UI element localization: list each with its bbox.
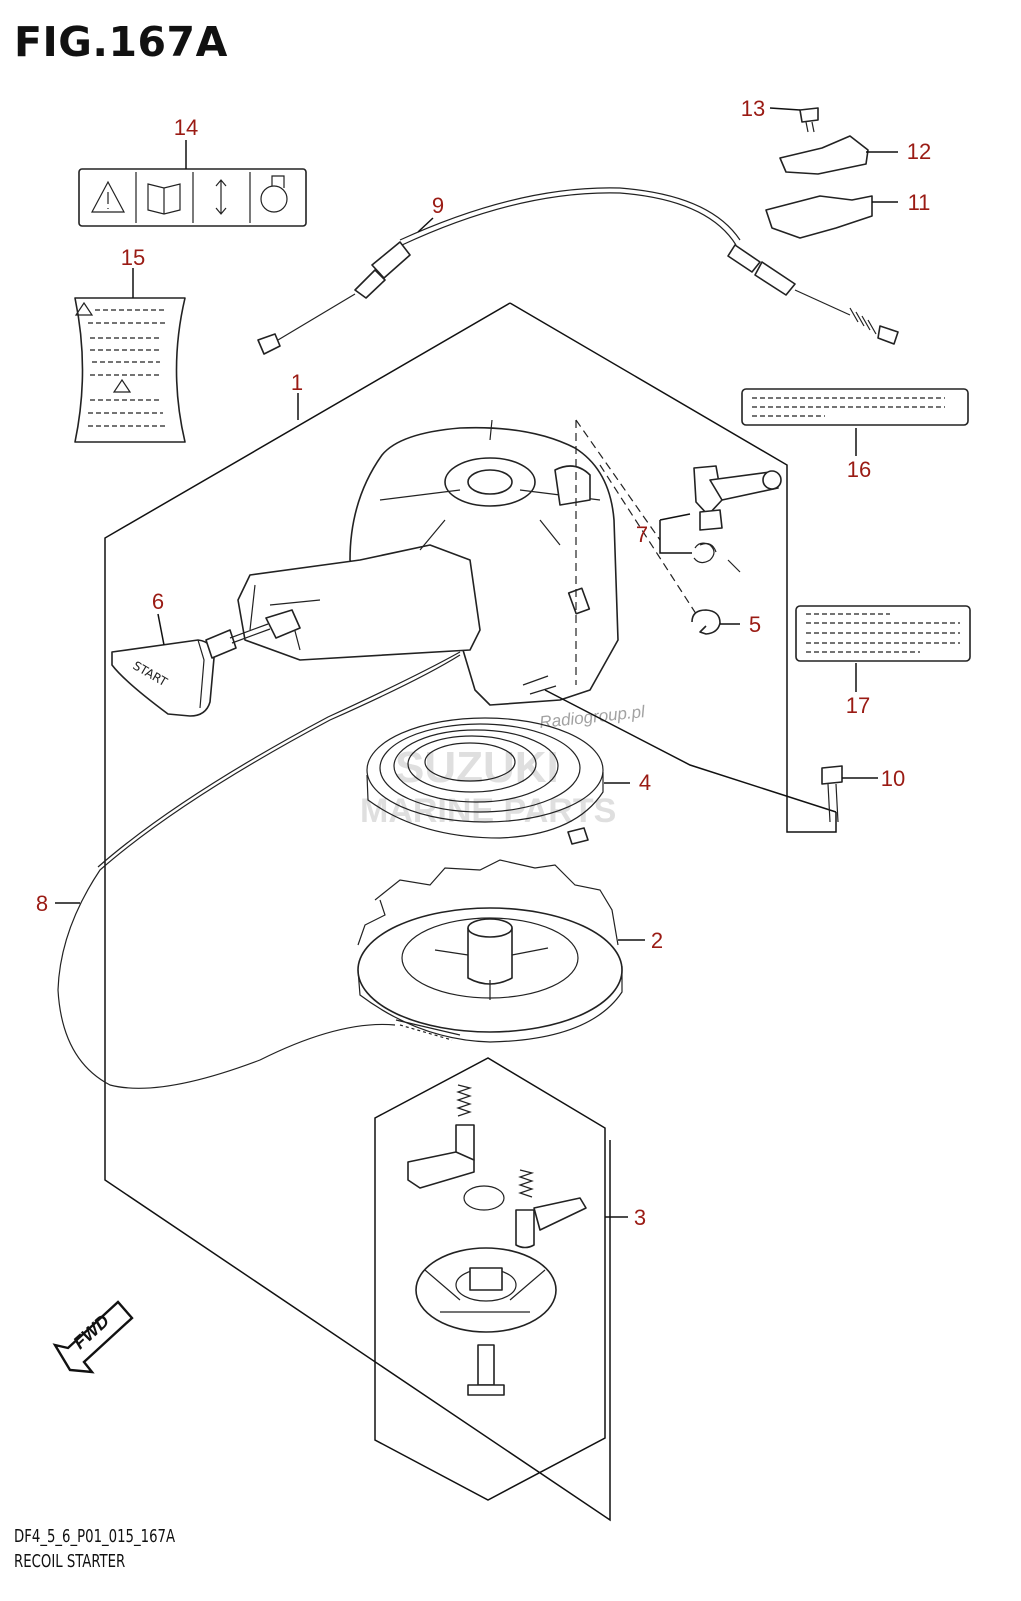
callout-7: 7 [636,522,648,547]
leader-lines [55,107,898,1218]
watermark: SUZUKI MARINE PARTS Radiogroup.pl [360,702,647,830]
callout-17: 17 [846,693,870,718]
starter-rope [57,654,461,1089]
callout-6: 6 [152,589,164,614]
assembly-outline [104,302,837,1522]
callout-12: 12 [907,139,931,164]
callout-11: 11 [908,190,931,215]
callout-14: 14 [174,115,198,140]
fwd-arrow-icon: FWD [52,1300,134,1374]
figure-title: FIG.167A [14,18,228,66]
caution-decal-15 [74,297,186,443]
leader-7-bracket [659,513,692,554]
callout-9: 9 [432,193,444,218]
knob-icon [260,185,288,213]
warning-triangle-icon [91,180,125,213]
watermark-brand: SUZUKI [395,743,559,792]
leader-10-line [544,689,837,813]
recoil-housing [237,419,619,706]
ratchet-parts [407,1084,587,1396]
callout-3: 3 [634,1205,646,1230]
callout-10: 10 [881,766,905,791]
callout-1: 1 [291,370,303,395]
callout-4: 4 [639,770,651,795]
label-decal-17 [795,605,971,662]
watermark-line: MARINE PARTS [360,792,616,830]
figure-name: RECOIL STARTER [14,1551,126,1572]
callout-8: 8 [36,891,48,916]
updown-arrow-icon [215,179,227,215]
starter-handle: START [111,609,301,717]
manual-book-icon [147,183,181,215]
callout-16: 16 [847,457,871,482]
starter-rope-edge [97,651,461,868]
callouts: 1 2 3 4 5 6 7 8 9 10 11 12 13 14 15 16 1… [36,96,931,1230]
callout-15: 15 [121,245,145,270]
recoil-reel [357,859,623,1043]
throttle-cable [257,187,899,355]
spindle-dashed-line [575,419,701,685]
figure-code: DF4_5_6_P01_015_167A [14,1526,176,1547]
callout-13: 13 [741,96,765,121]
lock-lever [693,465,782,573]
callout-5: 5 [749,612,761,637]
screw-10 [821,765,843,823]
recoil-spring [366,717,604,845]
callout-2: 2 [651,928,663,953]
label-decal-16 [741,388,969,426]
cable-bracket [765,107,873,239]
e-clip [691,609,721,635]
warning-decal-14 [78,168,307,227]
ratchet-box [374,1057,606,1501]
